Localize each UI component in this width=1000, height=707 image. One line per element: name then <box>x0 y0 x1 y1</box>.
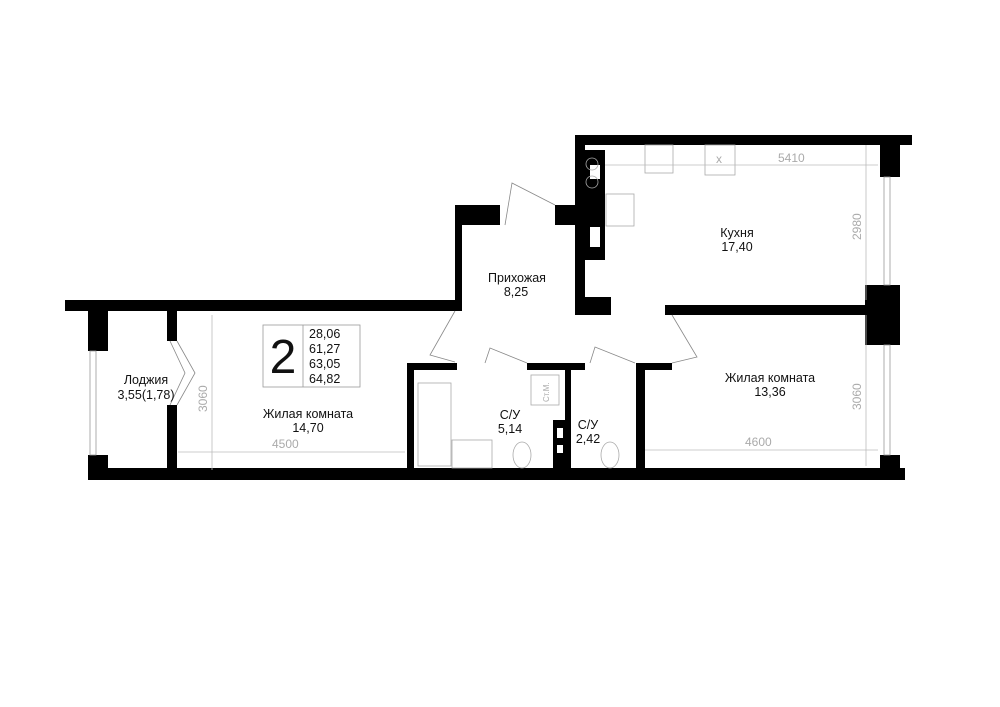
dimension-lines <box>178 145 878 470</box>
room-name-kitchen: Кухня <box>720 226 753 240</box>
room-name-loggia: Лоджия <box>124 373 168 387</box>
room-name-bath2: С/У <box>578 418 599 432</box>
room-area-loggia: 3,55(1,78) <box>118 388 175 402</box>
dim-living2-width: 4600 <box>745 435 772 449</box>
walls <box>65 135 912 480</box>
fixtures: x Ст.М. <box>417 144 736 469</box>
room-area-living1: 14,70 <box>292 421 323 435</box>
room-name-living2: Жилая комната <box>725 371 815 385</box>
room-area-bath2: 2,42 <box>576 432 600 446</box>
dim-living1-depth: 3060 <box>196 385 210 412</box>
room-name-living1: Жилая комната <box>263 407 353 421</box>
room-area-kitchen: 17,40 <box>721 240 752 254</box>
area-value: 63,05 <box>309 357 340 371</box>
room-name-bath1: С/У <box>500 408 521 422</box>
fixture-mark: x <box>716 152 722 166</box>
dim-kitchen-width: 5410 <box>778 151 805 165</box>
riser-label: Ст.М. <box>542 382 551 402</box>
room-name-hall: Прихожая <box>488 271 546 285</box>
apartment-info-box: 2 28,06 61,27 63,05 64,82 <box>262 324 361 388</box>
room-area-hall: 8,25 <box>504 285 528 299</box>
dim-living2-depth: 3060 <box>850 383 864 410</box>
area-value: 64,82 <box>309 372 340 386</box>
area-value: 61,27 <box>309 342 340 356</box>
room-area-bath1: 5,14 <box>498 422 522 436</box>
windows <box>89 176 891 456</box>
room-area-living2: 13,36 <box>754 385 785 399</box>
dim-kitchen-depth: 2980 <box>850 213 864 240</box>
room-count: 2 <box>270 331 297 384</box>
area-value: 28,06 <box>309 327 340 341</box>
dim-living1-width: 4500 <box>272 437 299 451</box>
doors[interactable] <box>169 182 698 406</box>
